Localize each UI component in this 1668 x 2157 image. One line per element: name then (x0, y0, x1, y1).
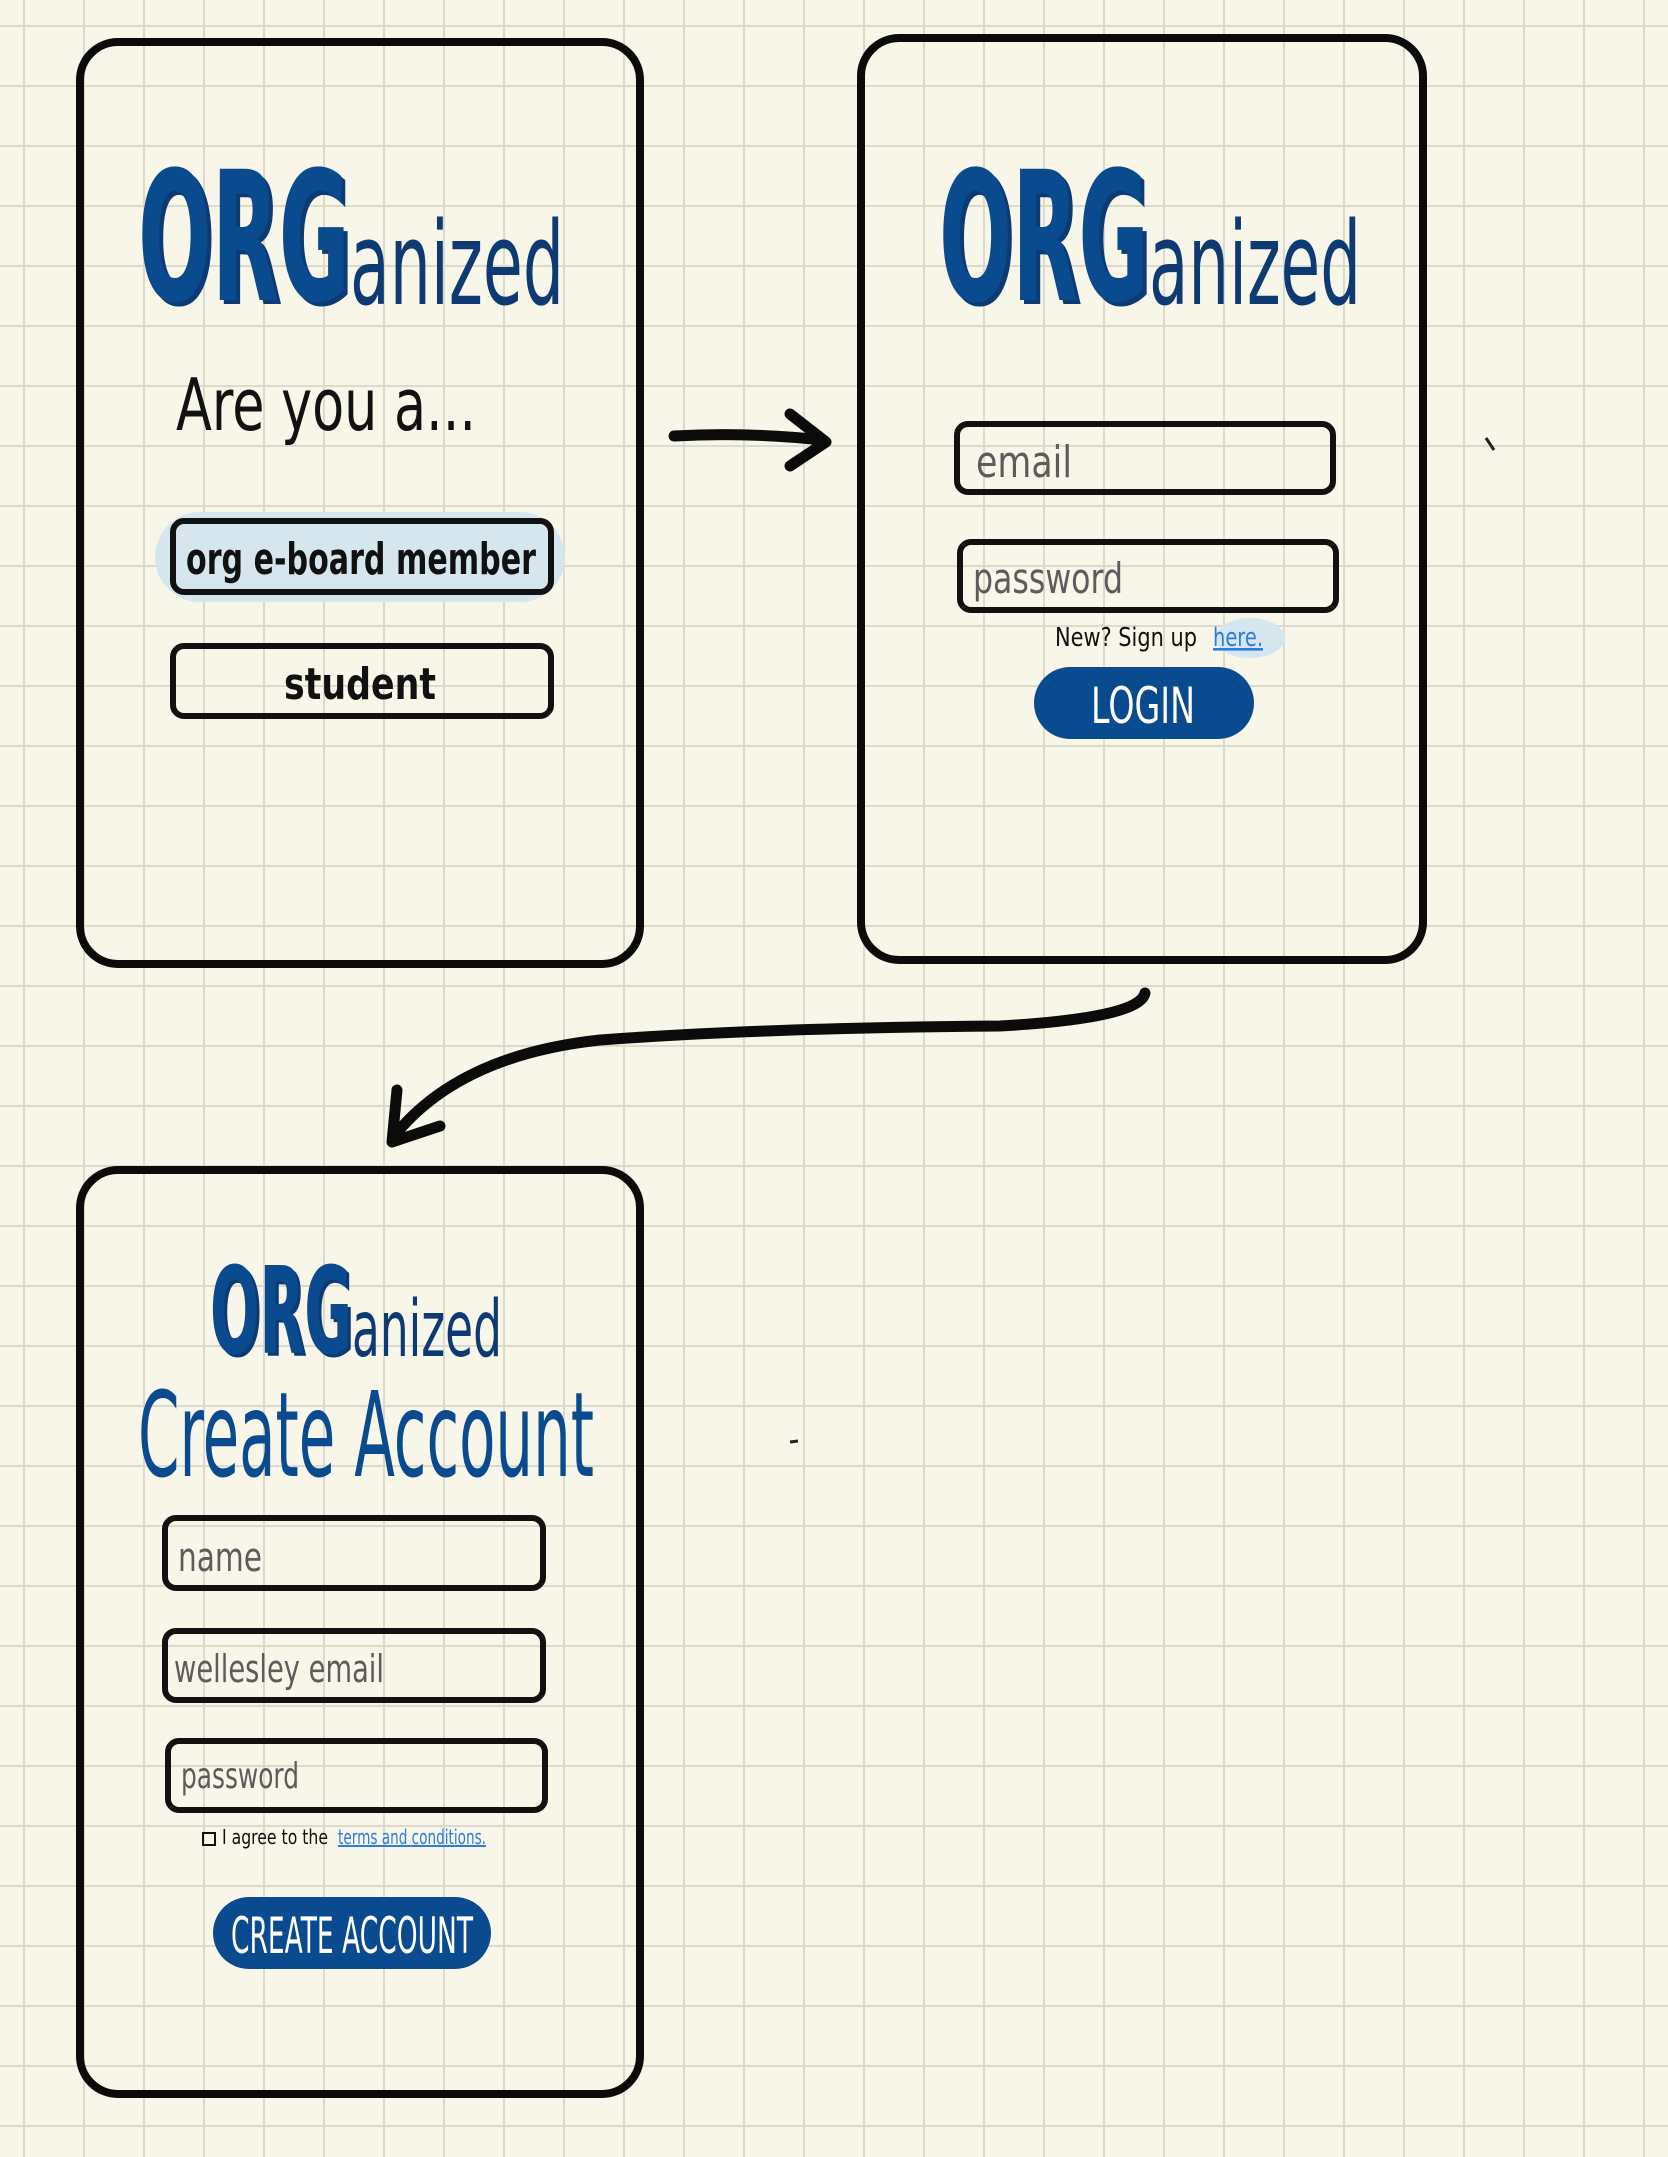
logo: ORG ORG anized (939, 134, 1361, 347)
login-button[interactable]: LOGIN (1034, 667, 1254, 739)
link-highlight (1215, 618, 1285, 658)
logo-org-front: ORG (138, 134, 350, 343)
svg-text:New? Sign up: New? Sign up (1055, 623, 1197, 653)
terms-checkbox[interactable] (202, 1832, 216, 1846)
logo-org: ORG (142, 138, 354, 347)
svg-text:anized: anized (352, 1285, 502, 1375)
signup-link[interactable]: here. (1213, 623, 1263, 653)
svg-text:org e-board member: org e-board member (186, 534, 536, 585)
flow-arrow-curved (389, 987, 1151, 1141)
password-input[interactable]: password (957, 539, 1339, 613)
svg-text:I agree to the: I agree to the (222, 1825, 328, 1849)
agree-row: I agree to the terms and conditions. (222, 1825, 486, 1849)
role-prompt: Are you a... (176, 363, 476, 447)
name-input[interactable]: name (162, 1515, 546, 1591)
login-screen (857, 34, 1427, 964)
svg-text:Are you a...: Are you a... (176, 363, 476, 447)
create-account-button[interactable]: CREATE ACCOUNT (213, 1897, 491, 1969)
org-eboard-option-button[interactable]: org e-board member (170, 518, 554, 595)
svg-text:email: email (976, 437, 1072, 488)
page-title: Create Account (138, 1366, 594, 1504)
svg-text:Create Account: Create Account (138, 1366, 594, 1504)
stray-mark (1484, 437, 1496, 451)
stray-mark (789, 1439, 799, 1444)
svg-text:ORG: ORG (213, 1246, 355, 1385)
password-input[interactable]: password (165, 1738, 548, 1813)
email-input[interactable]: email (954, 421, 1336, 495)
svg-text:wellesley email: wellesley email (174, 1647, 384, 1691)
highlight (155, 512, 565, 602)
svg-text:password: password (973, 554, 1123, 603)
role-select-screen (76, 38, 644, 968)
student-option-button[interactable]: student (170, 643, 554, 719)
svg-text:student: student (284, 659, 436, 710)
svg-text:ORG: ORG (210, 1243, 352, 1382)
wellesley-email-input[interactable]: wellesley email (162, 1628, 546, 1703)
svg-text:name: name (178, 1535, 262, 1581)
signup-prompt: New? Sign up here. (1055, 618, 1285, 658)
svg-text:anized: anized (1149, 198, 1361, 332)
svg-text:password: password (181, 1756, 299, 1797)
terms-link[interactable]: terms and conditions. (338, 1825, 486, 1849)
logo: ORG ORG anized (210, 1243, 502, 1385)
svg-text:CREATE ACCOUNT: CREATE ACCOUNT (231, 1907, 473, 1965)
svg-text:LOGIN: LOGIN (1091, 677, 1195, 735)
svg-text:ORG: ORG (939, 134, 1149, 343)
logo: ORG ORG anized (138, 134, 564, 347)
svg-text:ORG: ORG (943, 138, 1153, 347)
create-account-screen (76, 1166, 644, 2098)
logo-anized: anized (350, 198, 564, 332)
